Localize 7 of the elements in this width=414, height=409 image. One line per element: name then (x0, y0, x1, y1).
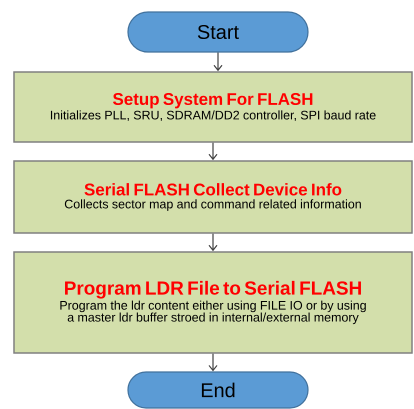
process-box: Program LDR File to Serial FLASH Program the ldr content either using FILE IO or by using a master ldr buffer stroed in internal/external memory (13, 251, 413, 354)
arrow (214, 52, 222, 72)
arrow (208, 354, 218, 372)
process-box: Serial FLASH Collect Device Info Collects sector map and command related information (13, 160, 413, 234)
arrow (208, 234, 218, 252)
arrow (208, 142, 218, 160)
process-box: Setup System For FLASH Initializes PLL, SRU, SDRAM/DD2 controller, SPI baud rate (13, 71, 413, 143)
